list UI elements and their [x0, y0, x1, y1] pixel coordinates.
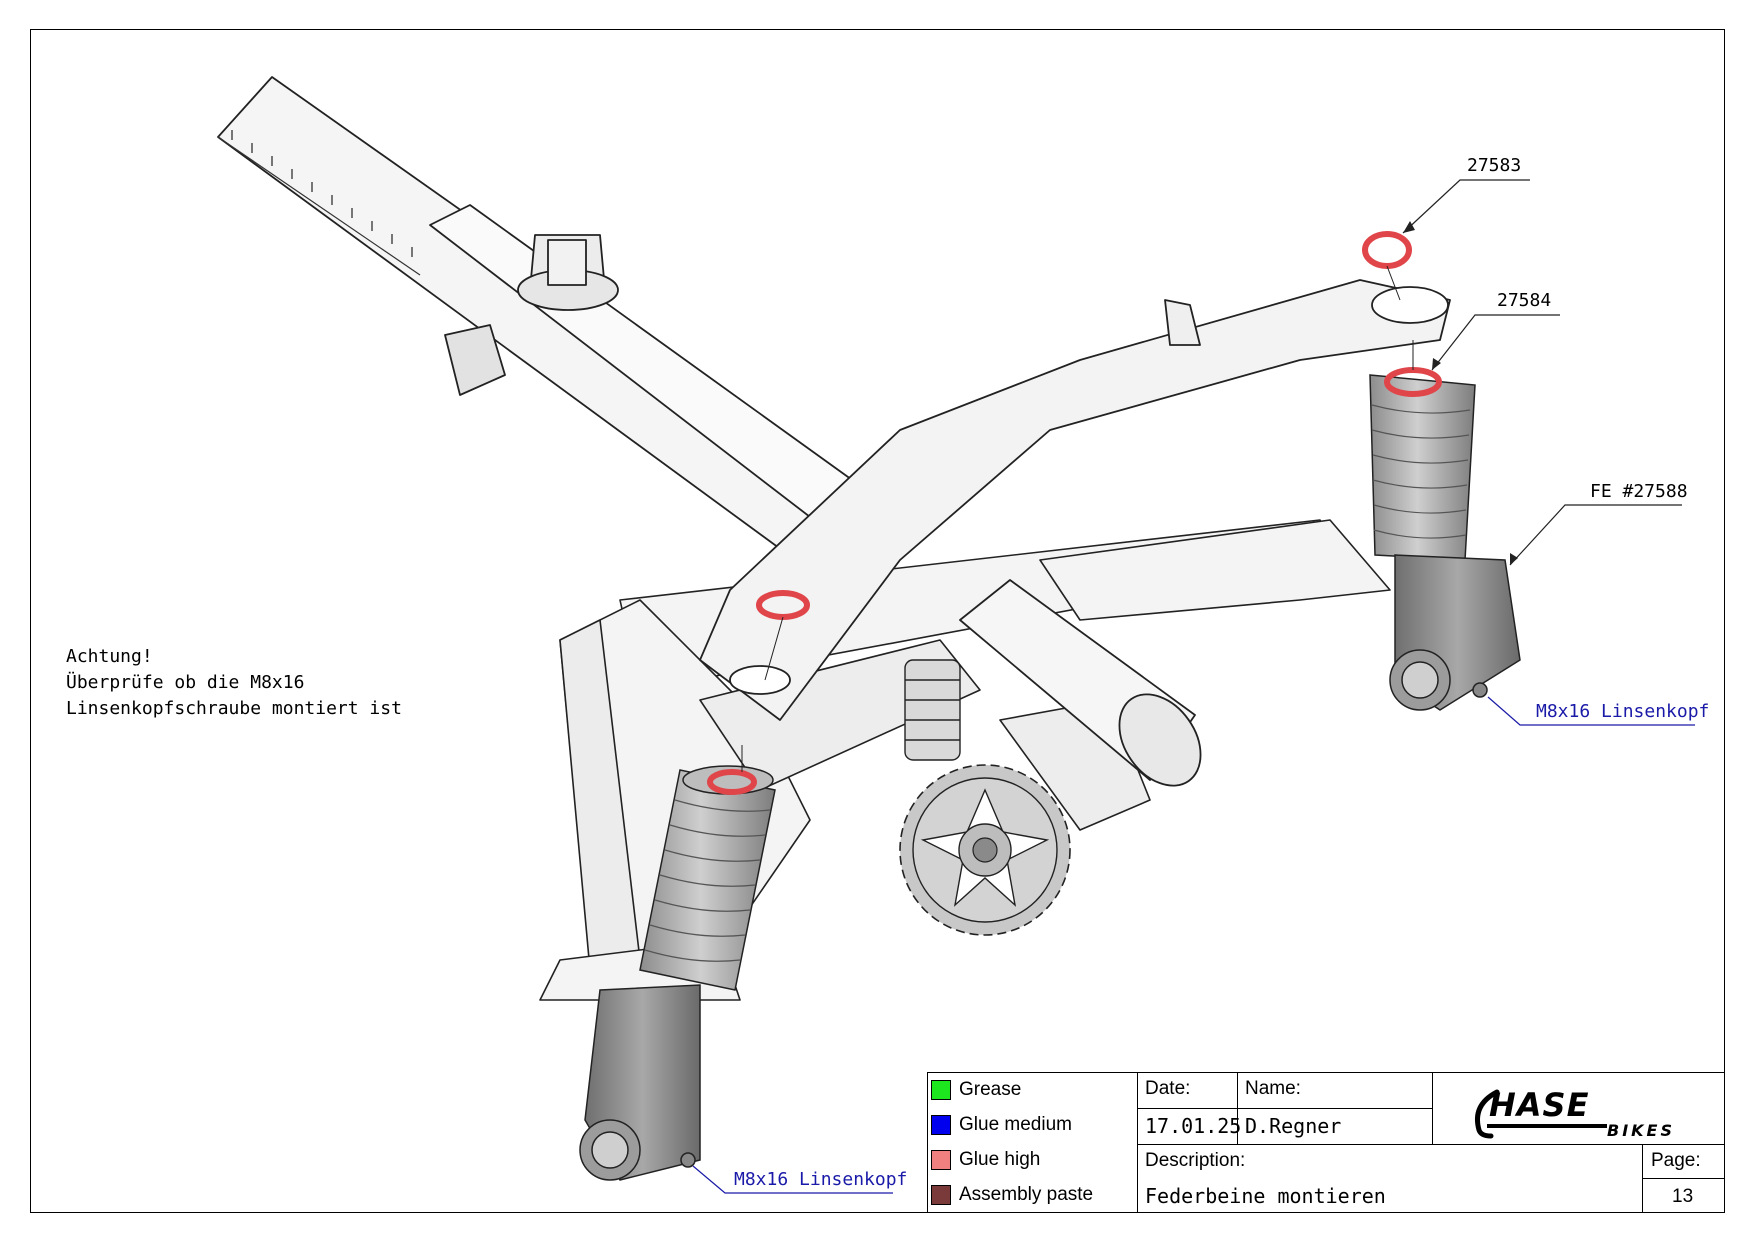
- main-tube: [217, 76, 901, 601]
- left-shock-absorber: [579, 765, 776, 1181]
- callout-screw-left: M8x16 Linsenkopf: [734, 1169, 908, 1190]
- note-line-1: Achtung!: [66, 646, 153, 667]
- center-spring: [904, 659, 961, 761]
- legend-glue-medium: Glue medium: [927, 1107, 1137, 1142]
- name-label: Name:: [1245, 1078, 1301, 1099]
- upper-beam: [699, 279, 1451, 787]
- title-block-frame: [927, 1072, 1725, 1213]
- callout-leaders: [1402, 179, 1682, 566]
- description-value: Federbeine montieren: [1145, 1184, 1386, 1208]
- date-value: 17.01.25: [1145, 1114, 1242, 1138]
- page-value: 13: [1672, 1186, 1694, 1207]
- name-value: D.Regner: [1245, 1114, 1342, 1138]
- grease-swatch: [931, 1079, 951, 1100]
- svg-text:BIKES: BIKES: [1607, 1121, 1675, 1140]
- glue-high-swatch: [931, 1149, 951, 1170]
- legend-label: Assembly paste: [959, 1183, 1094, 1205]
- warning-note: Achtung! Überprüfe ob die M8x16 Linsenko…: [66, 644, 402, 722]
- seal-ring-left-shock: [707, 769, 757, 795]
- assembly-paste-swatch: [931, 1184, 951, 1205]
- callout-27583: 27583: [1467, 155, 1522, 176]
- legend-assembly-paste: Assembly paste: [927, 1177, 1137, 1212]
- seal-ring-27583: [1362, 231, 1412, 269]
- right-shock-absorber: [1369, 374, 1521, 711]
- screw-leaders: [692, 696, 1695, 1194]
- legend-glue-high: Glue high: [927, 1142, 1137, 1177]
- legend-label: Grease: [959, 1078, 1022, 1100]
- chainring: [899, 764, 1071, 936]
- note-line-3: Linsenkopfschraube montiert ist: [66, 698, 402, 719]
- date-label: Date:: [1145, 1078, 1191, 1099]
- hase-bikes-logo: HASE BIKES: [1475, 1086, 1675, 1140]
- legend-label: Glue high: [959, 1148, 1041, 1170]
- note-line-2: Überprüfe ob die M8x16: [66, 672, 305, 693]
- page-label: Page:: [1651, 1150, 1701, 1171]
- drawing-border: [30, 29, 1725, 1213]
- svg-text:HASE: HASE: [1489, 1086, 1589, 1124]
- legend-grease: Grease: [927, 1072, 1137, 1107]
- legend-label: Glue medium: [959, 1113, 1072, 1135]
- description-label: Description:: [1145, 1150, 1246, 1171]
- callout-fe-27588: FE #27588: [1590, 481, 1688, 502]
- callout-27584: 27584: [1497, 290, 1552, 311]
- glue-medium-swatch: [931, 1114, 951, 1135]
- leader-arrowheads: [1403, 221, 1518, 565]
- callout-screw-right: M8x16 Linsenkopf: [1536, 701, 1710, 722]
- assembly-lines: [741, 265, 1414, 772]
- title-block: Grease Glue medium Glue high Assembly pa…: [927, 1072, 1725, 1213]
